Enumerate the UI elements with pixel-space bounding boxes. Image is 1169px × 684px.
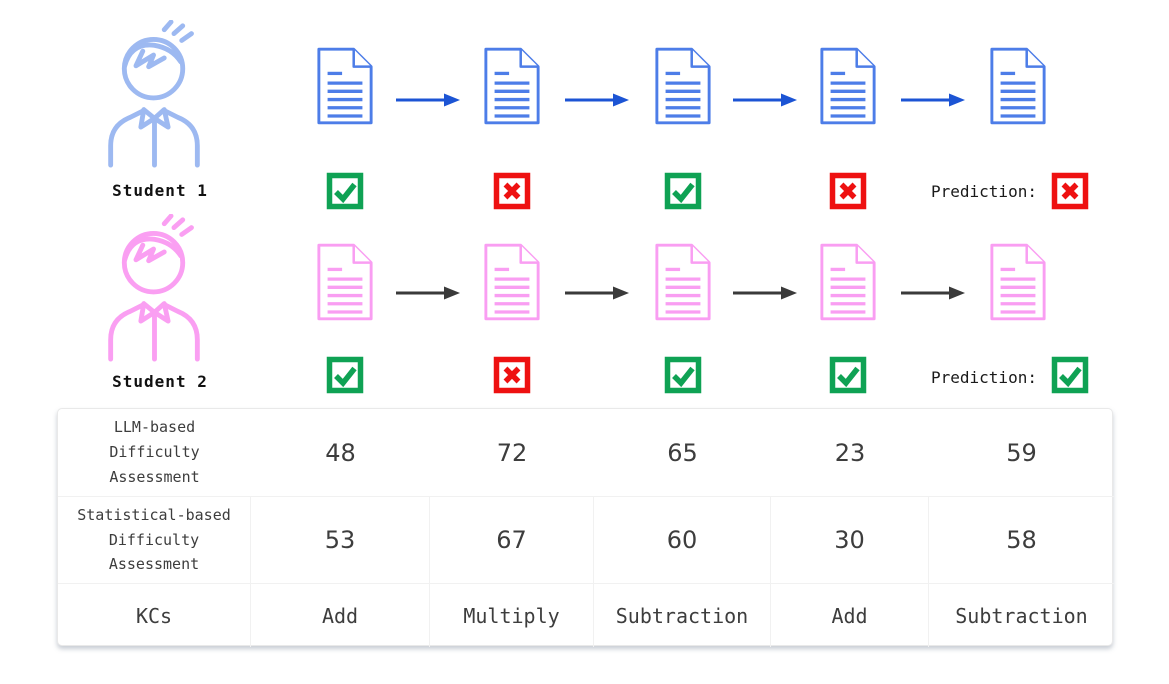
- kc-value: Add: [771, 584, 929, 647]
- sequence-arrow-icon: [565, 93, 629, 107]
- question-doc-icon: [655, 47, 711, 125]
- question-doc-icon: [820, 243, 876, 321]
- result-icon: [829, 356, 867, 394]
- sequence-arrow-icon: [901, 93, 965, 107]
- question-doc-icon: [820, 47, 876, 125]
- question-doc-icon: [990, 243, 1046, 321]
- result-icon: [326, 356, 364, 394]
- row-header-llm: LLM-based Difficulty Assessment: [58, 409, 251, 497]
- kc-value: Subtraction: [955, 603, 1088, 628]
- sequence-arrow-icon: [565, 286, 629, 300]
- table-value: 53: [251, 497, 430, 584]
- result-icon: [829, 172, 867, 210]
- student-1-label: Student 1: [112, 181, 208, 200]
- table-value: 59: [929, 409, 1114, 497]
- student-2-avatar-icon: [108, 214, 200, 362]
- table-value: 65: [594, 409, 771, 497]
- kc-value: Multiply: [430, 584, 594, 647]
- student-2-label: Student 2: [112, 372, 208, 391]
- question-doc-icon: [990, 47, 1046, 125]
- row-header-kcs: KCs: [58, 584, 251, 647]
- question-doc-icon: [484, 243, 540, 321]
- result-icon: [493, 172, 531, 210]
- prediction-icon: [1051, 172, 1089, 210]
- kc-value: Subtraction: [594, 584, 771, 647]
- sequence-arrow-icon: [901, 286, 965, 300]
- prediction-label: Prediction:: [931, 182, 1037, 201]
- student-1-avatar-icon: [108, 20, 200, 168]
- table-value: 23: [771, 409, 929, 497]
- sequence-arrow-icon: [396, 286, 460, 300]
- result-icon: [664, 172, 702, 210]
- difficulty-assessment-table: LLM-based Difficulty Assessment 48 72 65…: [57, 408, 1114, 647]
- question-doc-icon: [317, 243, 373, 321]
- result-icon: [326, 172, 364, 210]
- kc-value: Add: [251, 584, 430, 647]
- table-value: 67: [430, 497, 594, 584]
- table-value: 58: [929, 497, 1114, 584]
- question-doc-icon: [655, 243, 711, 321]
- table-value: 60: [594, 497, 771, 584]
- table-value: 48: [251, 409, 430, 497]
- sequence-arrow-icon: [733, 93, 797, 107]
- prediction-label: Prediction:: [931, 368, 1037, 387]
- table-value: 72: [430, 409, 594, 497]
- sequence-arrow-icon: [396, 93, 460, 107]
- question-doc-icon: [317, 47, 373, 125]
- sequence-arrow-icon: [733, 286, 797, 300]
- prediction-icon: [1051, 356, 1089, 394]
- row-header-statistical: Statistical-based Difficulty Assessment: [58, 497, 251, 584]
- table-value: 30: [771, 497, 929, 584]
- result-icon: [493, 356, 531, 394]
- result-icon: [664, 356, 702, 394]
- question-doc-icon: [484, 47, 540, 125]
